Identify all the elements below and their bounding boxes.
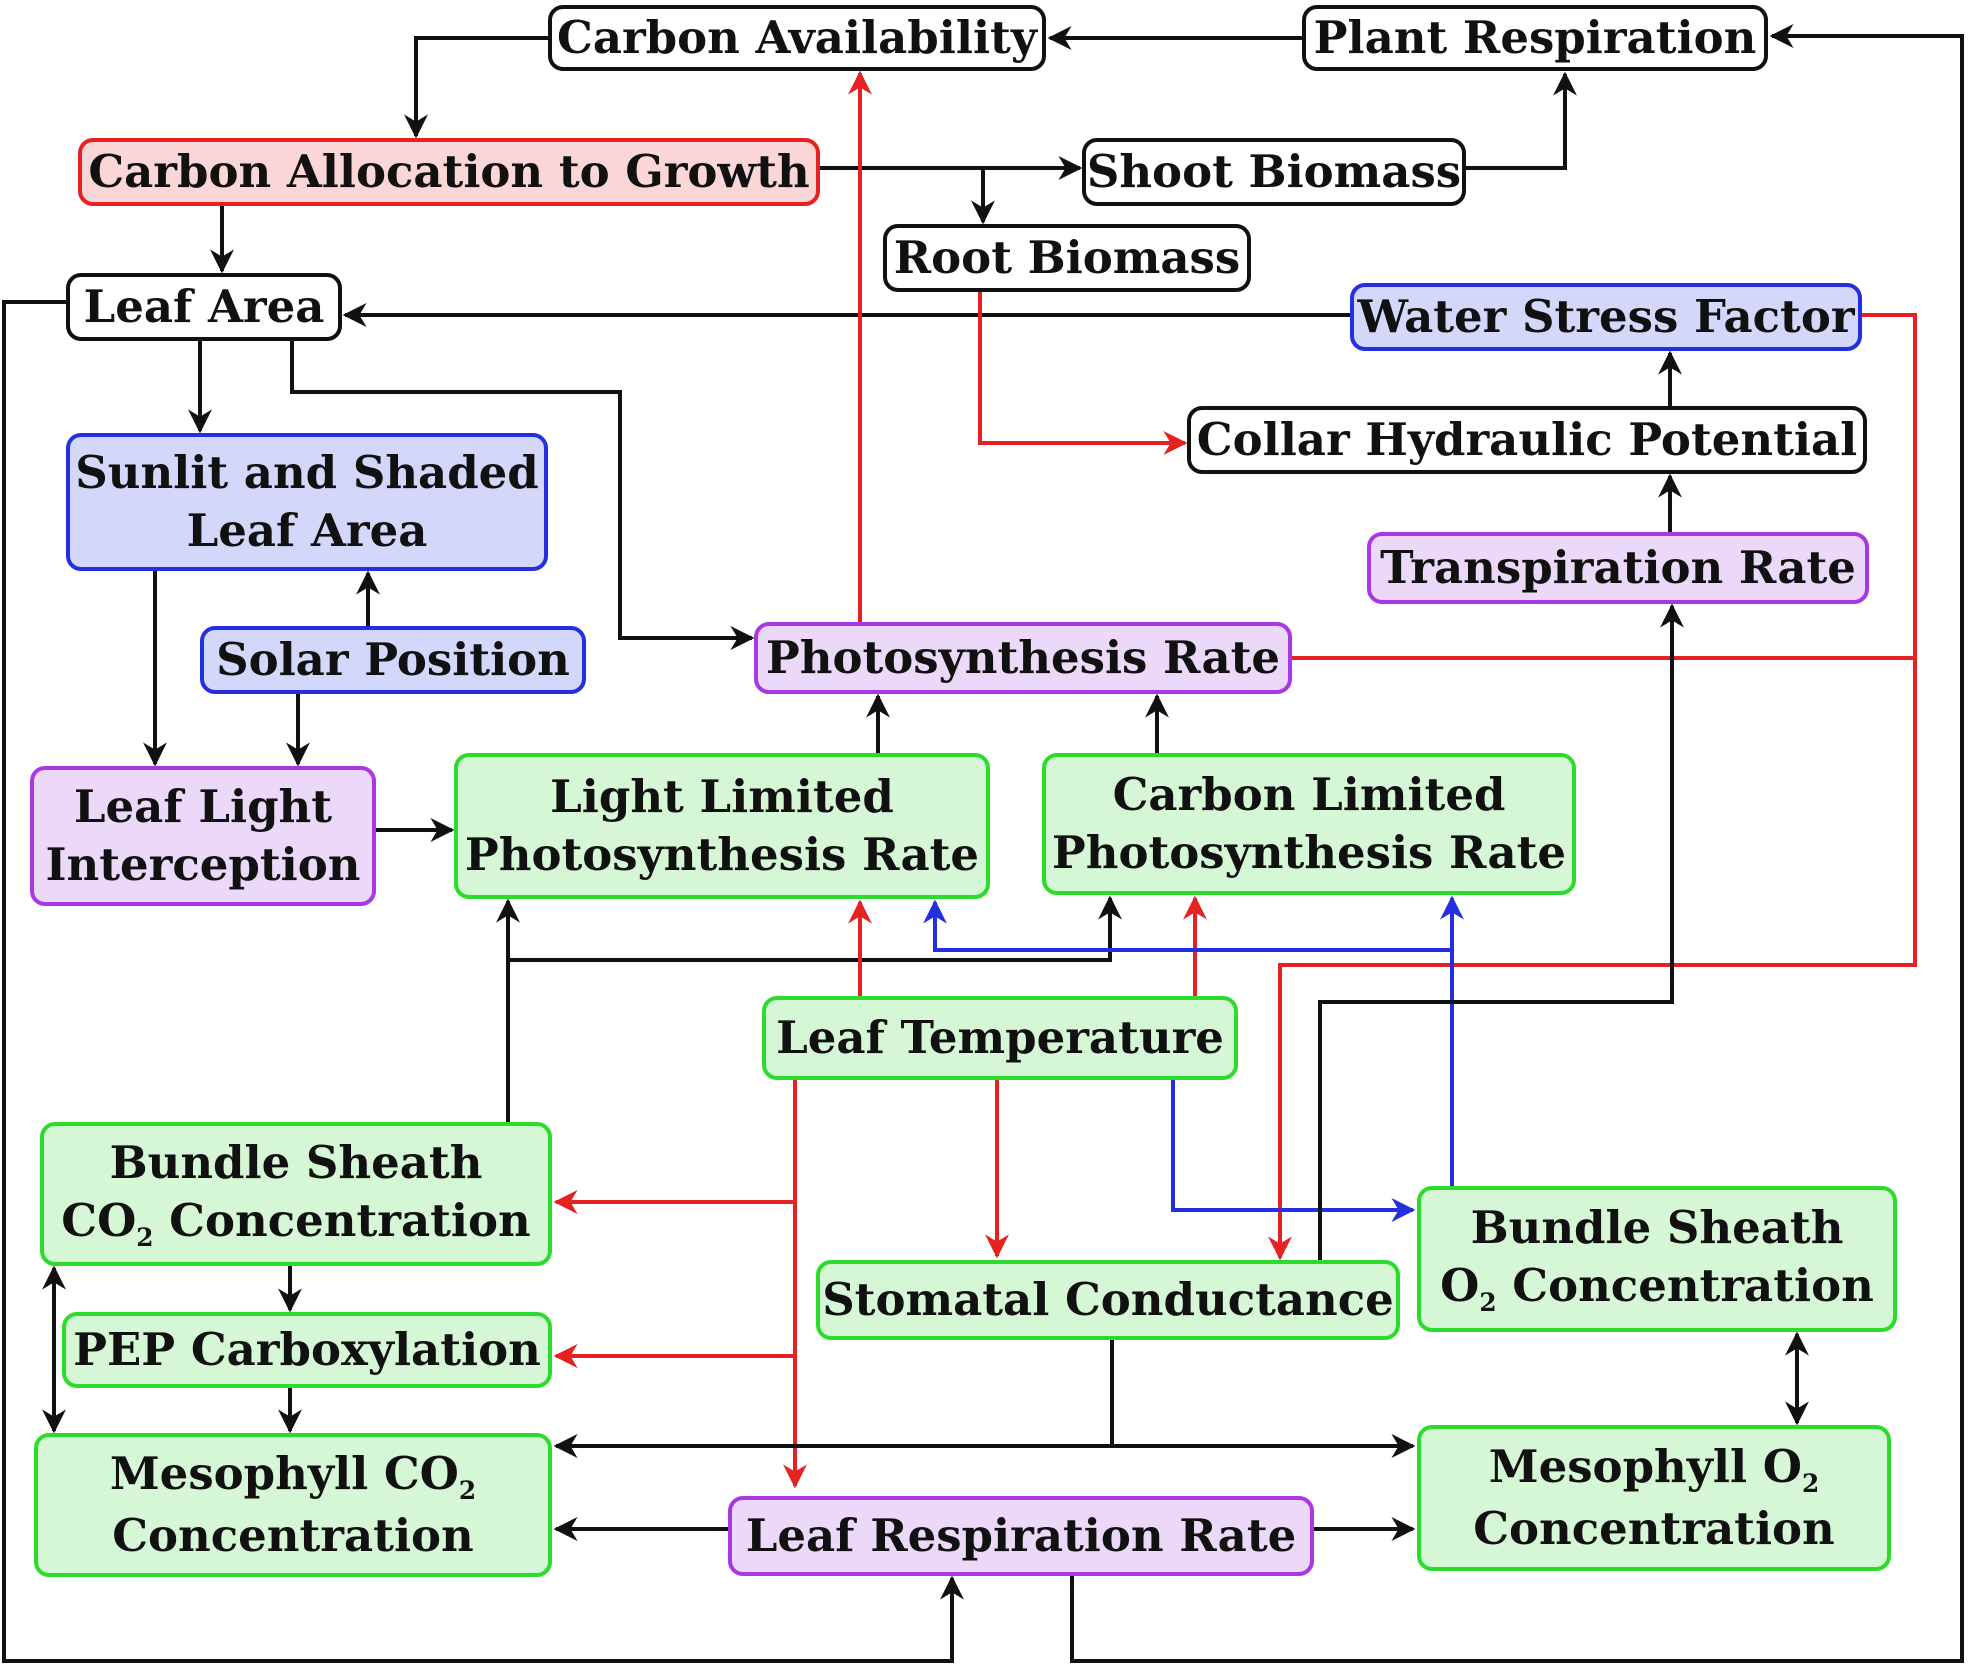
node-label: Stomatal Conductance — [822, 1272, 1394, 1326]
node-bundle-sheath-o2: Bundle Sheath O2 Concentration — [1417, 1186, 1897, 1332]
node-carbon-allocation: Carbon Allocation to Growth — [78, 138, 820, 206]
node-label-rest: Concentration — [153, 1194, 531, 1248]
node-water-stress: Water Stress Factor — [1350, 283, 1862, 351]
node-label: Carbon Allocation to Growth — [88, 144, 810, 198]
node-label-line-2: CO2 Concentration — [61, 1192, 530, 1254]
node-root-biomass: Root Biomass — [883, 224, 1251, 292]
node-label: Transpiration Rate — [1380, 540, 1856, 594]
node-photosynthesis: Photosynthesis Rate — [754, 622, 1292, 694]
node-mesophyll-o2: Mesophyll O2 Concentration — [1417, 1425, 1891, 1571]
node-carbon-availability: Carbon Availability — [548, 5, 1046, 71]
arrow-shoot-biomass-to-plant-resp — [1466, 71, 1577, 170]
node-mesophyll-co2: Mesophyll CO2 Concentration — [34, 1433, 552, 1577]
arrow-bundle-co2-to-carbon-limited — [508, 895, 1122, 962]
node-leaf-area: Leaf Area — [66, 273, 342, 341]
node-leaf-temperature: Leaf Temperature — [762, 996, 1238, 1080]
node-bundle-sheath-co2: Bundle Sheath CO2 Concentration — [40, 1122, 552, 1266]
node-plant-respiration: Plant Respiration — [1302, 5, 1768, 71]
node-label: PEP Carboxylation — [73, 1322, 541, 1376]
arrow-leaf-temp-to-bundle-o2 — [1171, 1080, 1416, 1222]
node-label: Plant Respiration — [1313, 10, 1757, 64]
node-label: Leaf Respiration Rate — [745, 1508, 1297, 1562]
formula-text: Mesophyll CO — [109, 1446, 459, 1500]
node-label-line-2: O2 Concentration — [1440, 1257, 1874, 1319]
node-transpiration: Transpiration Rate — [1367, 532, 1869, 604]
arrow-carbon-availability-to-allocation — [404, 36, 548, 139]
node-label: Shoot Biomass — [1086, 144, 1462, 198]
node-label: Photosynthesis Rate — [765, 630, 1281, 684]
node-label-line-2: Photosynthesis Rate — [464, 828, 980, 881]
node-label-line-2: Photosynthesis Rate — [1051, 826, 1567, 879]
formula-subscript: 2 — [1479, 1288, 1497, 1318]
node-label-line-2: Leaf Area — [186, 504, 428, 557]
node-label-line-1: Mesophyll O2 — [1489, 1438, 1819, 1500]
formula-subscript: 2 — [1801, 1468, 1820, 1498]
node-solar-position: Solar Position — [200, 626, 586, 694]
formula-text: Mesophyll O — [1488, 1439, 1802, 1493]
arrow-water-stress-to-stomatal — [1268, 313, 1917, 1261]
node-label-line-2: Concentration — [112, 1508, 474, 1562]
node-shoot-biomass: Shoot Biomass — [1082, 138, 1466, 206]
node-pep-carboxylation: PEP Carboxylation — [62, 1312, 552, 1388]
node-label-line-1: Carbon Limited — [1112, 767, 1506, 821]
node-label-line-2: Concentration — [1473, 1501, 1835, 1555]
arrow-bundle-o2-to-light-limited — [923, 899, 1454, 1186]
node-collar-hydraulic: Collar Hydraulic Potential — [1187, 406, 1867, 474]
formula-subscript: 2 — [136, 1223, 154, 1253]
arrow-root-biomass-to-collar-hydraulic — [978, 292, 1188, 455]
arrow-leaf-area-to-leaf-resp — [2, 300, 964, 1663]
arrow-leaf-area-to-photosynthesis — [290, 341, 755, 650]
arrow-stomatal-to-transpiration — [1318, 603, 1684, 1260]
node-label: Water Stress Factor — [1357, 289, 1855, 343]
formula-text: CO — [61, 1194, 137, 1248]
formula-text: O — [1440, 1259, 1480, 1313]
node-label-line-1: Mesophyll CO2 — [110, 1445, 476, 1507]
formula-subscript: 2 — [458, 1475, 477, 1505]
node-label-line-1: Sunlit and Shaded — [75, 445, 539, 499]
node-label: Carbon Availability — [557, 10, 1037, 64]
node-label: Root Biomass — [893, 230, 1241, 284]
node-label-line-1: Leaf Light — [73, 779, 333, 833]
node-label-line-1: Bundle Sheath — [109, 1135, 483, 1189]
node-label-line-1: Light Limited — [550, 769, 894, 823]
node-label: Leaf Temperature — [776, 1010, 1224, 1064]
node-label-line-1: Bundle Sheath — [1470, 1200, 1844, 1254]
arrow-leaf-resp-to-plant-resp — [1070, 24, 1964, 1663]
node-label-rest: Concentration — [1496, 1259, 1874, 1313]
node-label: Solar Position — [216, 632, 570, 686]
node-leaf-respiration: Leaf Respiration Rate — [728, 1496, 1314, 1576]
node-label-line-2: Interception — [45, 838, 361, 891]
node-stomatal-conductance: Stomatal Conductance — [816, 1260, 1400, 1340]
node-label: Leaf Area — [83, 279, 325, 333]
node-label: Collar Hydraulic Potential — [1196, 412, 1858, 466]
